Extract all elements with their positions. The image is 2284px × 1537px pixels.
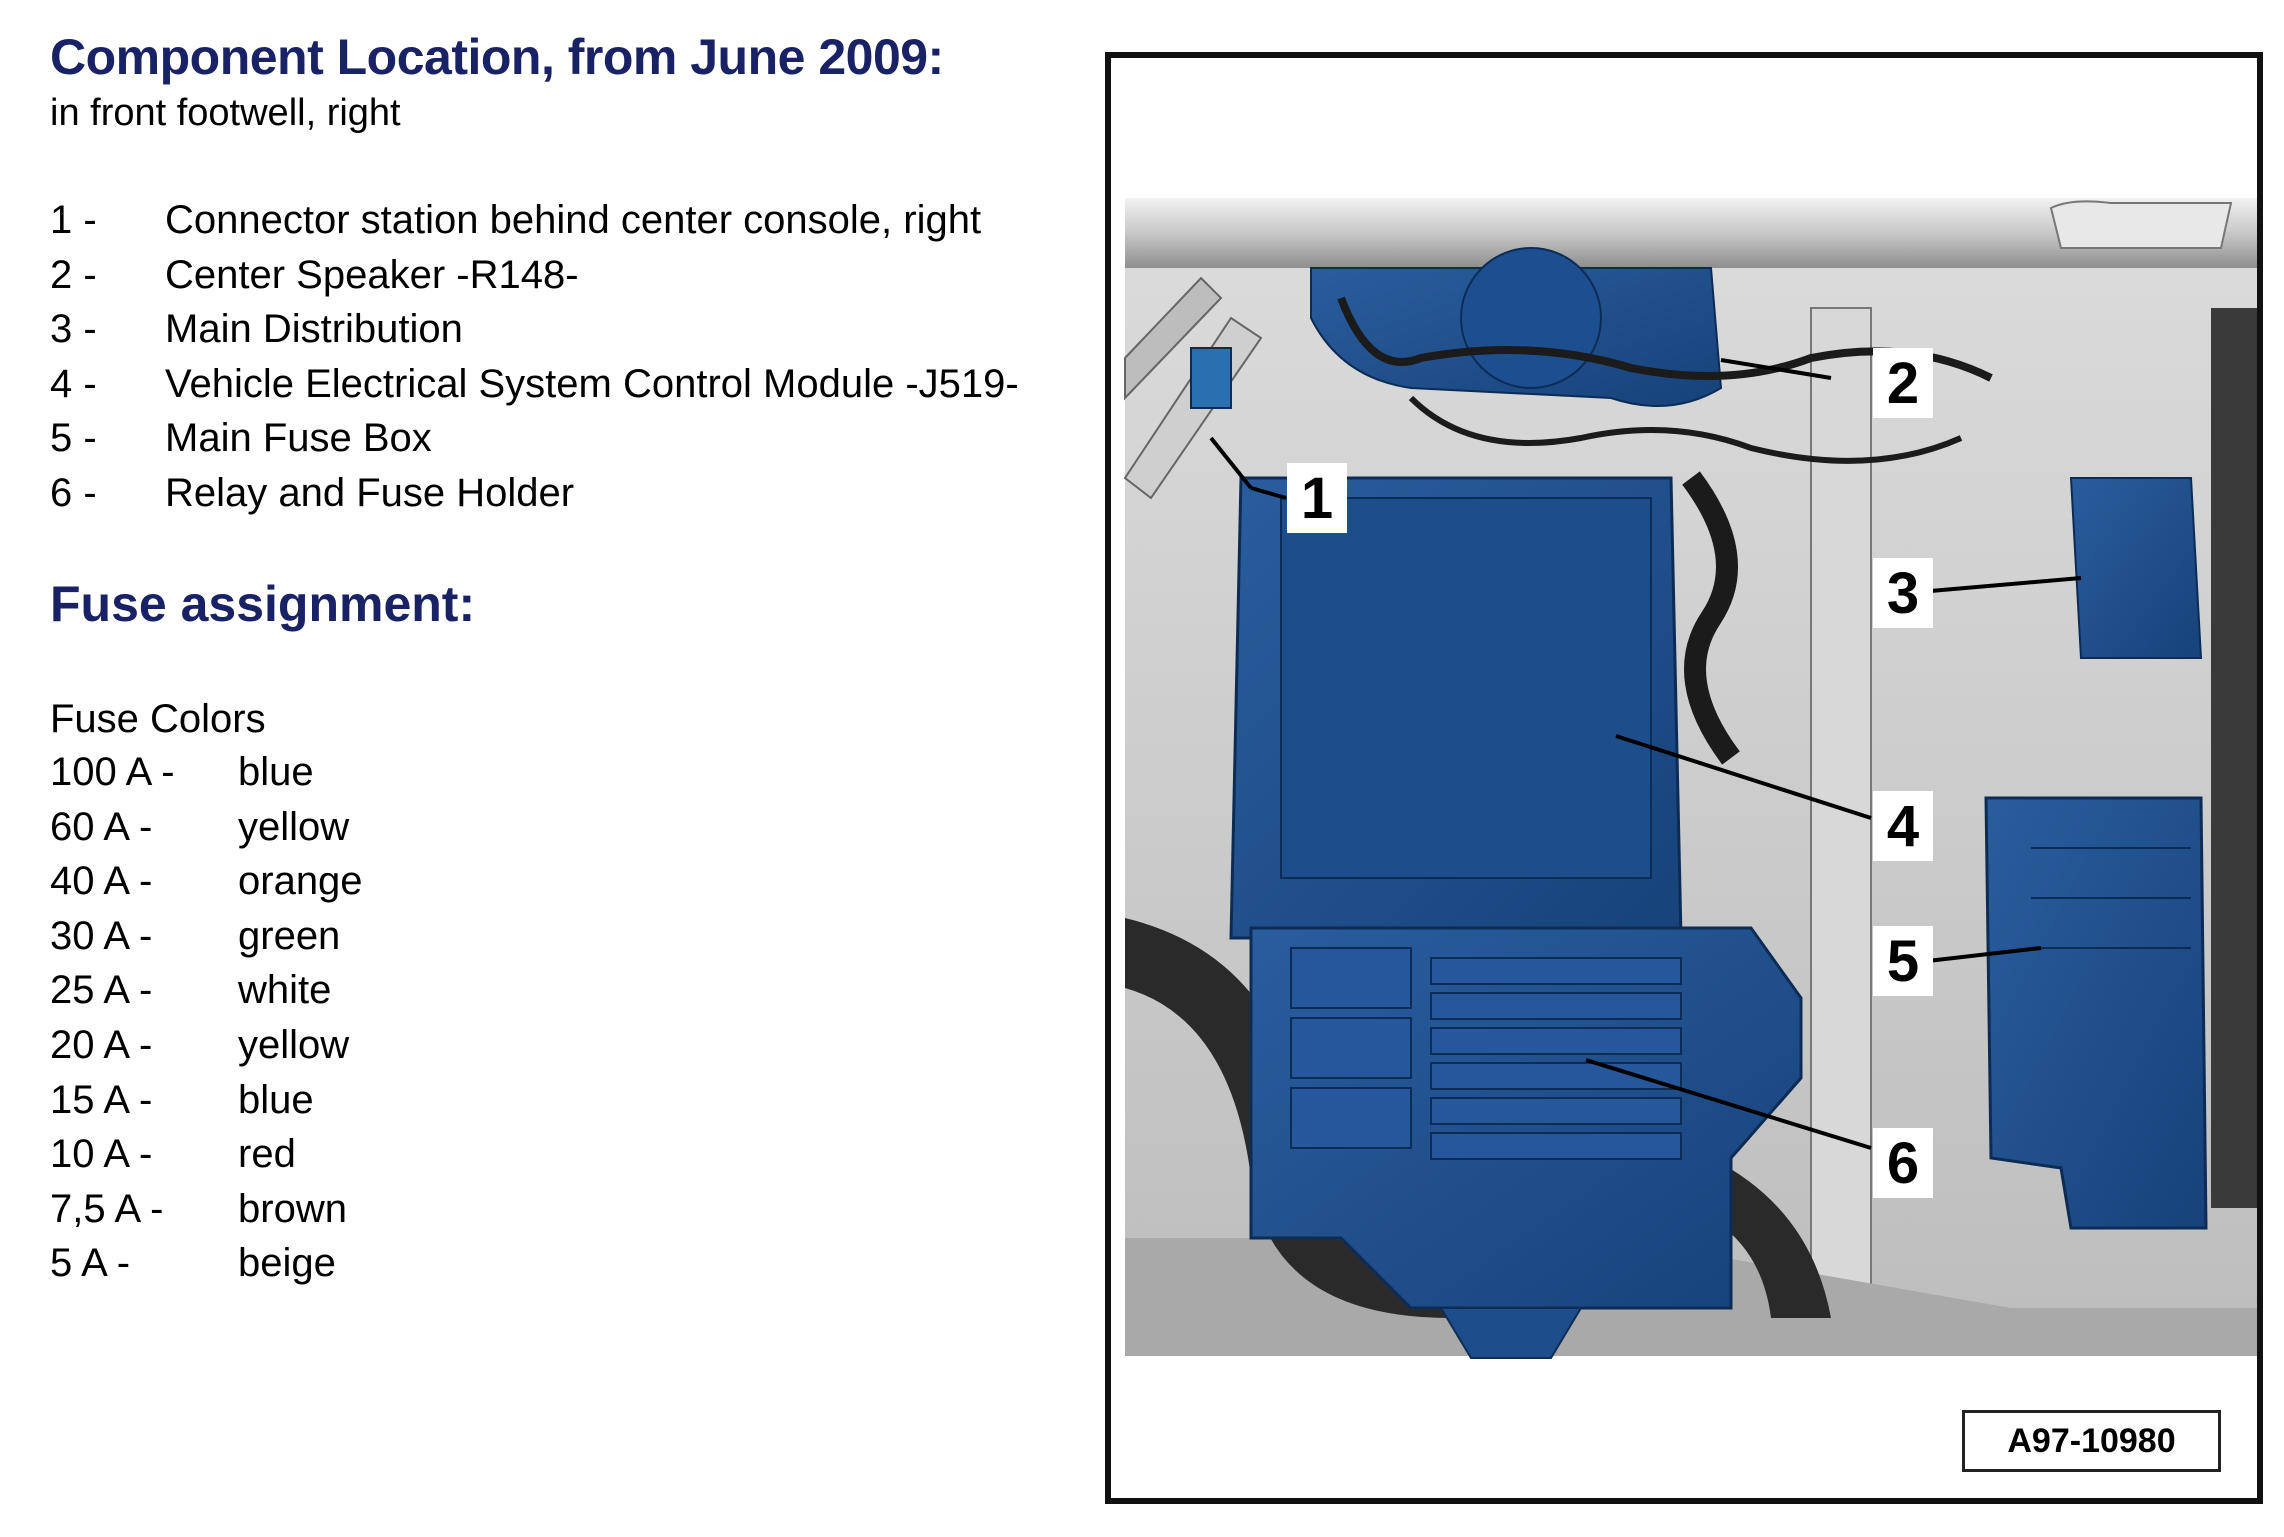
item-label: Relay and Fuse Holder bbox=[165, 470, 575, 515]
fuse-color: brown bbox=[238, 1186, 347, 1231]
leader-line-1 bbox=[1209, 436, 1253, 490]
item-label: Connector station behind center console,… bbox=[165, 198, 982, 242]
footwell-illustration bbox=[1123, 198, 2257, 1359]
callout-1: 1 bbox=[1287, 463, 1347, 533]
leader-line-4 bbox=[1615, 734, 1872, 820]
callout-3: 3 bbox=[1873, 558, 1933, 628]
item-number: 3 - bbox=[50, 307, 97, 351]
item-label: Vehicle Electrical System Control Module… bbox=[165, 361, 1019, 406]
component-location-figure: 1 2 3 4 5 6 A97-10980 bbox=[1105, 52, 2263, 1504]
fuse-amperage: 10 A - bbox=[50, 1132, 153, 1177]
fuse-color: beige bbox=[238, 1241, 336, 1286]
item-number: 6 - bbox=[50, 470, 97, 515]
fuse-color: orange bbox=[238, 859, 363, 904]
item-number: 2 - bbox=[50, 252, 97, 297]
fuse-amperage: 40 A - bbox=[50, 859, 153, 904]
fuse-amperage: 5 A - bbox=[50, 1241, 131, 1286]
fuse-amperage: 7,5 A - bbox=[50, 1186, 164, 1231]
item-label: Center Speaker -R148- bbox=[165, 252, 579, 297]
figure-id-label: A97-10980 bbox=[1962, 1410, 2221, 1472]
leader-line-5 bbox=[1918, 946, 2042, 964]
fuse-amperage: 30 A - bbox=[50, 913, 153, 958]
fuse-color: blue bbox=[238, 750, 314, 794]
callout-6: 6 bbox=[1873, 1128, 1933, 1198]
callout-5: 5 bbox=[1873, 926, 1933, 996]
fuse-assignment-heading: Fuse assignment: bbox=[50, 576, 476, 632]
item-number: 4 - bbox=[50, 361, 97, 406]
fuse-color: red bbox=[238, 1132, 296, 1177]
page-subtitle: in front footwell, right bbox=[50, 92, 401, 134]
callout-4: 4 bbox=[1873, 791, 1933, 861]
fuse-amperage: 15 A - bbox=[50, 1077, 153, 1122]
leader-line-6 bbox=[1585, 1058, 1872, 1150]
fuse-amperage: 20 A - bbox=[50, 1022, 153, 1067]
fuse-color: green bbox=[238, 913, 341, 958]
fuse-amperage: 60 A - bbox=[50, 804, 153, 849]
leader-line-2 bbox=[1720, 358, 1832, 380]
item-label: Main Fuse Box bbox=[165, 416, 432, 460]
fuse-amperage: 25 A - bbox=[50, 968, 153, 1013]
fuse-colors-label: Fuse Colors bbox=[50, 697, 266, 741]
fuse-color: blue bbox=[238, 1077, 314, 1122]
page-title: Component Location, from June 2009: bbox=[50, 29, 944, 85]
leader-line-3 bbox=[1918, 576, 2082, 594]
item-number: 5 - bbox=[50, 416, 97, 460]
callout-2: 2 bbox=[1873, 348, 1933, 418]
fuse-color: yellow bbox=[238, 1022, 350, 1067]
item-number: 1 - bbox=[50, 198, 97, 242]
fuse-color: white bbox=[238, 968, 332, 1013]
fuse-color: yellow bbox=[238, 804, 350, 849]
item-label: Main Distribution bbox=[165, 307, 463, 351]
fuse-amperage: 100 A - bbox=[50, 750, 175, 794]
